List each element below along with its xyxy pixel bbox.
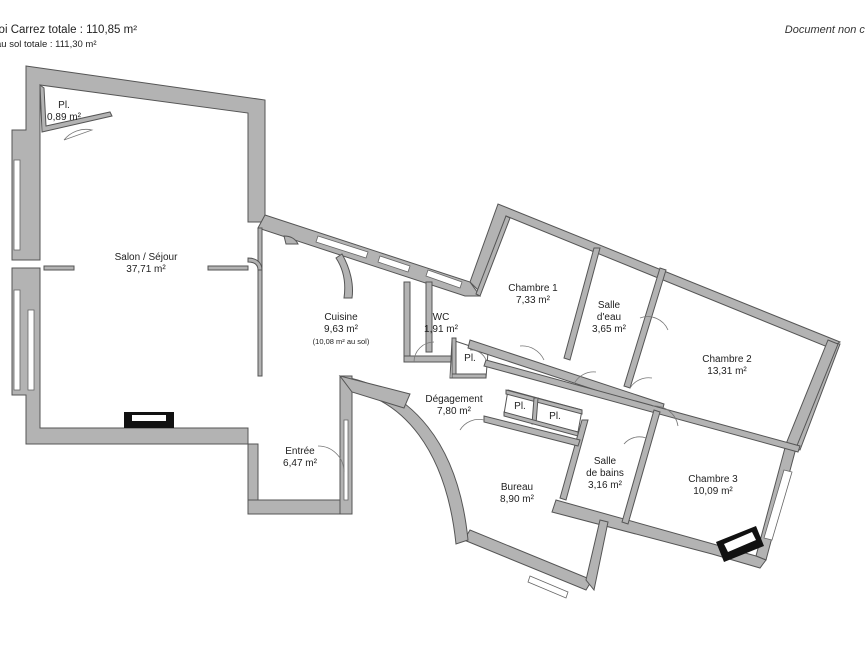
window-salon-west bbox=[13, 159, 21, 251]
room-name: Pl. bbox=[549, 411, 561, 422]
disclaimer-text: Document non co bbox=[784, 24, 865, 36]
room-name: Entrée bbox=[285, 446, 315, 457]
room-area: 10,09 m² bbox=[693, 486, 733, 497]
room-name: Pl. bbox=[464, 353, 476, 364]
room-placard-deg2: Pl. bbox=[549, 411, 561, 423]
room-degagement: Dégagement 7,80 m² bbox=[425, 394, 482, 418]
room-entree: Entrée 6,47 m² bbox=[283, 446, 317, 470]
room-name: Salon / Séjour bbox=[114, 252, 178, 263]
room-name-2: d'eau bbox=[596, 312, 622, 323]
room-chambre2: Chambre 2 13,31 m² bbox=[702, 354, 751, 378]
room-area: 3,16 m² bbox=[588, 480, 622, 491]
room-placard-deg1: Pl. bbox=[514, 401, 526, 413]
room-name: Pl. bbox=[58, 100, 70, 111]
room-area: 6,47 m² bbox=[283, 458, 317, 469]
room-area: 1,91 m² bbox=[424, 324, 458, 335]
total-carrez-area: loi Carrez totale : 110,85 m² bbox=[0, 24, 138, 36]
room-name: Chambre 2 bbox=[702, 354, 752, 365]
room-name: Salle bbox=[597, 300, 621, 311]
room-name: Pl. bbox=[514, 401, 526, 412]
room-area: 3,65 m² bbox=[592, 324, 626, 335]
room-salle-eau: Salle d'eau 3,65 m² bbox=[592, 300, 626, 336]
room-area: 9,63 m² bbox=[324, 324, 358, 335]
room-chambre1: Chambre 1 7,33 m² bbox=[508, 283, 557, 307]
room-name: Bureau bbox=[500, 482, 534, 493]
room-area: 37,71 m² bbox=[126, 264, 166, 275]
room-name-2: de bains bbox=[586, 468, 624, 479]
room-area: 8,90 m² bbox=[500, 494, 534, 505]
north-wall bbox=[257, 214, 481, 297]
room-salon: Salon / Séjour 37,71 m² bbox=[115, 252, 178, 276]
room-area: 7,80 m² bbox=[437, 406, 471, 417]
room-wc: WC 1,91 m² bbox=[424, 312, 458, 336]
room-name: Dégagement bbox=[425, 394, 483, 405]
room-salle-bains: Salle de bains 3,16 m² bbox=[586, 456, 624, 492]
room-name: Chambre 3 bbox=[688, 474, 738, 485]
room-cuisine: Cuisine 9,63 m² (10,08 m² au sol) bbox=[313, 312, 370, 348]
room-note: (10,08 m² au sol) bbox=[312, 337, 370, 346]
salon-exterior-wall bbox=[11, 65, 266, 261]
room-name: Salle bbox=[593, 456, 617, 467]
room-placard-wc: Pl. bbox=[464, 353, 476, 365]
room-area: 0,89 m² bbox=[47, 112, 81, 123]
room-area: 13,31 m² bbox=[707, 366, 747, 377]
room-name: WC bbox=[432, 312, 450, 323]
room-name: Chambre 1 bbox=[508, 283, 558, 294]
room-placard-salon: Pl. 0,89 m² bbox=[47, 100, 81, 124]
room-bureau: Bureau 8,90 m² bbox=[500, 482, 534, 506]
room-area: 7,33 m² bbox=[516, 295, 550, 306]
room-name: Cuisine bbox=[324, 312, 358, 323]
room-chambre3: Chambre 3 10,09 m² bbox=[688, 474, 737, 498]
total-floor-area: au sol totale : 111,30 m² bbox=[0, 39, 97, 50]
